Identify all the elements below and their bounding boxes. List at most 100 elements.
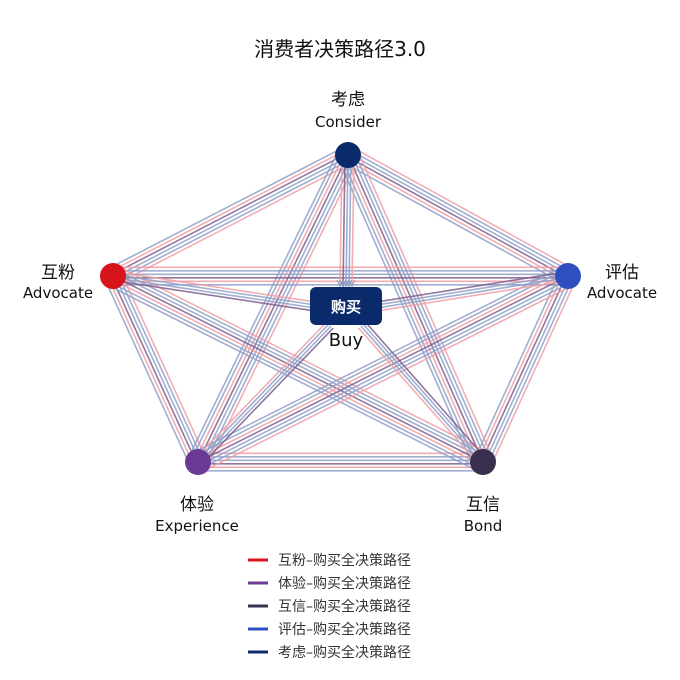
edge-advocate-buy bbox=[113, 273, 313, 306]
edge-consider-buy bbox=[339, 154, 343, 287]
buy-center: 购买 Buy bbox=[310, 287, 382, 351]
edge-consider-buy bbox=[351, 155, 355, 288]
edge-consider-evaluate bbox=[348, 152, 570, 276]
legend: 互粉–购买全决策路径 体验–购买全决策路径 互信–购买全决策路径 评估–购买全决… bbox=[248, 552, 411, 661]
edge-consider-experience bbox=[203, 157, 356, 466]
edge-evaluate-bond bbox=[490, 279, 577, 466]
edge-consider-buy bbox=[342, 154, 346, 288]
edge-advocate-experience bbox=[120, 272, 207, 459]
edge-advocate-experience bbox=[117, 273, 204, 461]
edge-consider-experience bbox=[190, 151, 343, 460]
advocate-label-en: Advocate bbox=[23, 284, 93, 302]
experience-label-en: Experience bbox=[155, 517, 239, 535]
edge-consider-experience bbox=[200, 156, 352, 464]
edge-consider-bond bbox=[356, 150, 494, 459]
experience-node bbox=[185, 449, 211, 475]
edge-bond-buy bbox=[360, 325, 483, 464]
edge-consider-evaluate bbox=[350, 149, 571, 273]
bond-label-en: Bond bbox=[464, 517, 503, 535]
edge-consider-experience bbox=[197, 154, 349, 463]
arrow-head bbox=[339, 279, 347, 288]
edge-advocate-experience bbox=[110, 276, 198, 464]
edge-evaluate-experience bbox=[192, 265, 564, 454]
edge-consider-evaluate bbox=[346, 155, 568, 279]
edge-bond-buy bbox=[362, 323, 485, 462]
legend-label-bond: 互信–购买全决策路径 bbox=[278, 598, 411, 615]
legend-label-experience: 体验–购买全决策路径 bbox=[278, 575, 411, 592]
edge-advocate-bond bbox=[115, 268, 487, 457]
edge-consider-advocate bbox=[116, 162, 353, 285]
edge-evaluate-buy bbox=[379, 273, 568, 306]
arrow-head bbox=[342, 279, 350, 288]
edge-advocate-experience bbox=[107, 277, 194, 465]
edge-bond-buy bbox=[358, 327, 481, 466]
edge-advocate-bond bbox=[107, 284, 479, 473]
edge-evaluate-bond bbox=[474, 272, 561, 459]
buy-label-en: Buy bbox=[329, 330, 364, 351]
buy-label-zh: 购买 bbox=[331, 298, 361, 316]
edge-consider-experience bbox=[194, 153, 346, 461]
edge-evaluate-bond bbox=[477, 273, 564, 461]
edge-consider-advocate bbox=[108, 146, 345, 269]
edge-consider-evaluate bbox=[351, 146, 573, 270]
buy-box bbox=[310, 287, 382, 325]
edge-advocate-bond bbox=[112, 275, 484, 463]
bond-node bbox=[470, 449, 496, 475]
edge-advocate-bond bbox=[114, 272, 485, 460]
edge-experience-buy bbox=[200, 327, 334, 466]
legend-label-consider: 考虑–购买全决策路径 bbox=[278, 644, 411, 661]
edge-evaluate-buy bbox=[379, 270, 568, 303]
edge-consider-buy bbox=[348, 154, 352, 288]
edge-consider-bond bbox=[347, 154, 484, 463]
legend-label-advocate: 互粉–购买全决策路径 bbox=[278, 552, 411, 569]
arrow-head bbox=[345, 279, 353, 288]
edge-evaluate-experience bbox=[199, 278, 570, 466]
edge-consider-bond bbox=[350, 153, 487, 461]
diagram-title: 消费者决策路径3.0 bbox=[254, 37, 426, 61]
edge-advocate-bond bbox=[109, 281, 481, 470]
edge-bond-buy bbox=[364, 321, 487, 460]
edge-evaluate-experience bbox=[197, 275, 569, 463]
edge-consider-advocate bbox=[111, 152, 348, 276]
edge-evaluate-experience bbox=[196, 272, 567, 460]
edge-consider-advocate bbox=[113, 155, 350, 279]
edge-advocate-buy bbox=[112, 276, 312, 309]
advocate-label-zh: 互粉 bbox=[41, 263, 75, 283]
edge-consider-bond bbox=[340, 157, 478, 466]
arrow-head bbox=[336, 279, 344, 288]
evaluate-node bbox=[555, 263, 581, 289]
consider-label-zh: 考虑 bbox=[331, 90, 365, 110]
edge-consider-advocate bbox=[110, 149, 346, 273]
edge-evaluate-buy bbox=[380, 276, 569, 309]
consider-label-en: Consider bbox=[315, 113, 382, 131]
edge-experience-buy bbox=[198, 325, 332, 464]
edge-evaluate-experience bbox=[194, 268, 566, 457]
edge-experience-buy bbox=[194, 321, 328, 460]
edge-consider-experience bbox=[206, 159, 359, 467]
evaluate-label-en: Advocate bbox=[587, 284, 657, 302]
edge-advocate-experience bbox=[113, 274, 201, 462]
edge-evaluate-experience bbox=[200, 281, 572, 470]
legend-label-evaluate: 评估–购买全决策路径 bbox=[278, 621, 411, 638]
edge-advocate-buy bbox=[113, 270, 313, 303]
edge-consider-evaluate bbox=[343, 161, 565, 285]
edge-evaluate-bond bbox=[480, 274, 568, 462]
edge-consider-advocate bbox=[115, 158, 351, 282]
edge-consider-bond bbox=[353, 151, 491, 460]
edge-consider-bond bbox=[337, 158, 475, 467]
arrow-head bbox=[348, 279, 356, 288]
edge-consider-buy bbox=[345, 154, 349, 288]
consider-node bbox=[335, 142, 361, 168]
edge-evaluate-experience bbox=[202, 284, 574, 473]
edge-advocate-buy bbox=[112, 279, 312, 312]
path-lines bbox=[104, 146, 577, 473]
advocate-node bbox=[100, 263, 126, 289]
edge-experience-buy bbox=[196, 323, 330, 462]
evaluate-label-zh: 评估 bbox=[605, 263, 639, 283]
edge-consider-evaluate bbox=[345, 158, 566, 282]
edge-consider-bond bbox=[344, 156, 481, 464]
edge-advocate-bond bbox=[111, 278, 482, 466]
edge-advocate-experience bbox=[104, 279, 191, 466]
bond-label-zh: 互信 bbox=[466, 495, 500, 515]
